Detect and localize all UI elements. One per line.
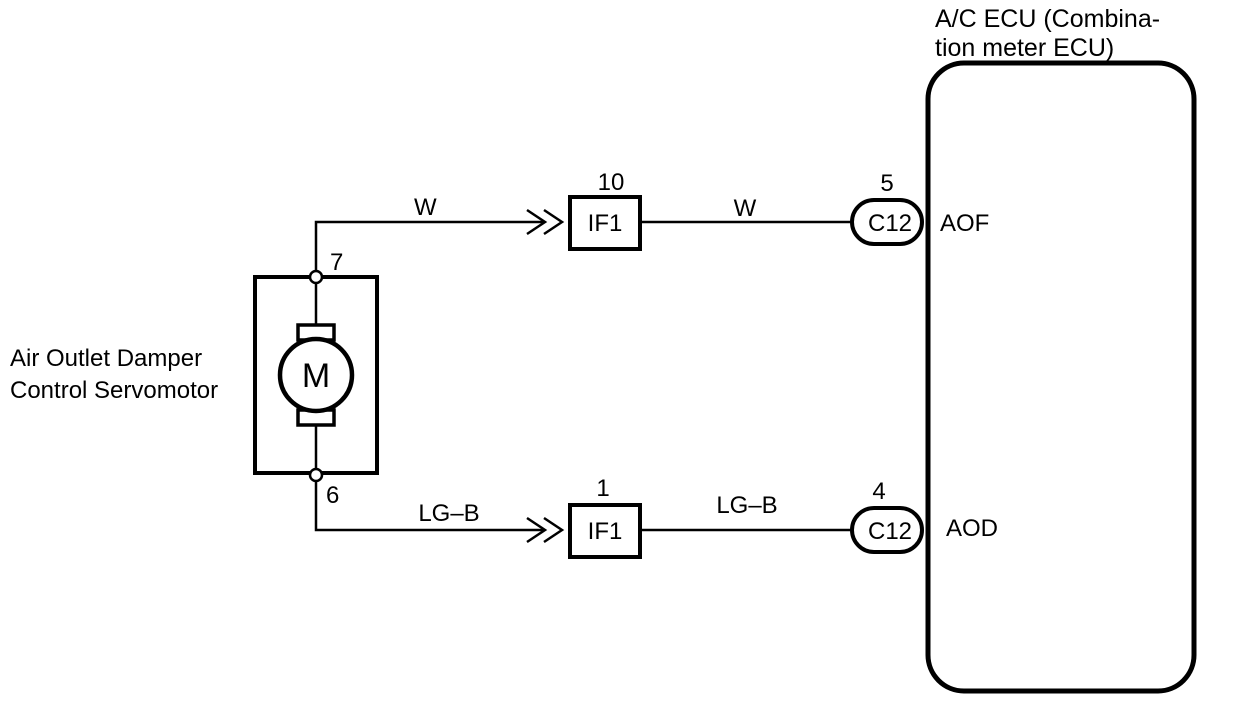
junction-if1-bottom-label: IF1: [588, 518, 623, 545]
connector-pin-5: 5: [880, 170, 893, 197]
connector-c12-bottom: [850, 506, 924, 554]
ecu-terminal-aod: AOD: [946, 515, 998, 542]
ecu-terminal-aof: AOF: [940, 210, 989, 237]
wire-color-w-left: W: [414, 194, 437, 221]
servomotor-label-line2: Control Servomotor: [10, 377, 218, 404]
servomotor-pin-7: 7: [330, 249, 343, 276]
pin-7-terminal: [308, 269, 324, 285]
ecu-title-line1: A/C ECU (Combina-: [935, 5, 1160, 33]
junction-pin-1: 1: [596, 475, 609, 502]
ecu-title-line2: tion meter ECU): [935, 34, 1114, 62]
connector-arrow-inner-top: [543, 208, 565, 236]
junction-pin-10: 10: [598, 169, 625, 196]
connector-c12-top: [850, 198, 924, 246]
junction-if1-top: [568, 195, 642, 251]
connector-pin-4: 4: [872, 478, 885, 505]
connector-arrow-outer-top: [526, 208, 548, 236]
connector-arrow-outer-bottom: [526, 516, 548, 544]
pin-6-terminal: [308, 467, 324, 483]
servomotor-pin-6: 6: [326, 482, 339, 509]
wire-color-lgb-left: LG–B: [418, 500, 479, 527]
motor-symbol-label: M: [302, 357, 330, 395]
connector-c12-bottom-label: C12: [868, 518, 912, 545]
ecu-body: [925, 60, 1197, 694]
junction-if1-bottom: [568, 503, 642, 559]
connector-c12-top-label: C12: [868, 210, 912, 237]
connector-arrow-inner-bottom: [543, 516, 565, 544]
servomotor-label-line1: Air Outlet Damper: [10, 345, 202, 372]
wire-color-w-right: W: [734, 195, 757, 222]
motor-symbol: [277, 336, 355, 414]
wire-lgb-left: [314, 481, 545, 532]
wire-w-left: [314, 220, 545, 271]
wire-color-lgb-right: LG–B: [716, 492, 777, 519]
junction-if1-top-label: IF1: [588, 210, 623, 237]
